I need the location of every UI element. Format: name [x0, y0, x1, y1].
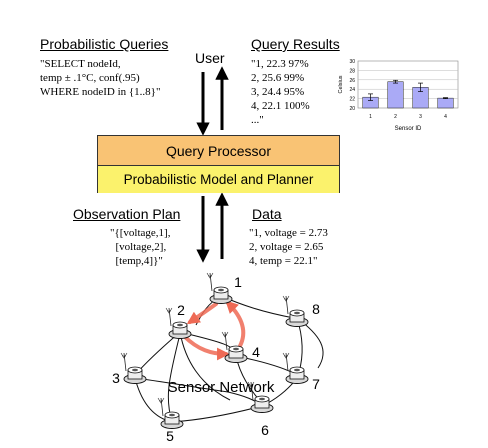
query-line: temp ± .1°C, conf(.95)	[40, 72, 140, 84]
antenna-tip-icon	[221, 331, 229, 338]
mote-sensor-icon	[132, 368, 138, 372]
antenna-tip-icon	[206, 272, 214, 279]
mote-sensor-icon	[177, 323, 183, 327]
network-label: Sensor Network	[168, 379, 275, 396]
data-text: "1, voltage = 2.73 2, voltage = 2.65 4, te…	[249, 226, 328, 268]
sensor-node-8: 8	[282, 295, 320, 327]
result-line: "1, 22.3 97%	[251, 58, 309, 70]
antenna-tip-icon	[120, 352, 128, 359]
sensor-node-5: 5	[157, 397, 184, 444]
chart-y-tick-label: 22	[349, 97, 355, 103]
user-label: User	[195, 50, 225, 66]
chart-x-tick-label: 4	[444, 114, 447, 120]
chart-x-axis-label: Sensor ID	[395, 126, 422, 132]
plan-line: [voltage,2],	[110, 241, 167, 253]
sensor-node-3: 3	[112, 352, 147, 386]
plan-heading: Observation Plan	[73, 206, 181, 222]
sensor-node-label: 3	[112, 370, 120, 386]
mote-sensor-icon	[169, 413, 175, 417]
chart-y-axis-label: Celsius	[338, 75, 344, 93]
sensor-node-2: 2	[165, 302, 192, 339]
queries-heading: Probabilistic Queries	[40, 36, 169, 52]
results-text: "1, 22.3 97% 2, 25.6 99% 3, 24.4 95% 4, 22.…	[251, 57, 310, 127]
result-line: 4, 22.1 100%	[251, 100, 310, 112]
antenna-tip-icon	[282, 295, 290, 302]
query-line: "SELECT nodeId,	[40, 58, 121, 70]
network-link	[134, 377, 263, 407]
network-link	[179, 331, 231, 401]
query-line: WHERE nodeID in {1..8}"	[40, 86, 161, 98]
sensor-node-6: 6	[247, 381, 274, 438]
sensor-node-label: 8	[312, 301, 320, 317]
mote-sensor-icon	[233, 347, 239, 351]
data-line: "1, voltage = 2.73	[249, 227, 328, 239]
route-arrow	[186, 302, 218, 325]
sensor-node-label: 4	[252, 344, 260, 360]
chart-x-tick-label: 2	[394, 114, 397, 120]
sensor-node-label: 2	[177, 302, 185, 318]
sensor-node-1: 1	[206, 272, 242, 304]
sensor-node-label: 6	[261, 422, 269, 438]
plan-text: "{[voltage,1], [voltage,2], [temp,4]}"	[110, 226, 170, 268]
result-line: ..."	[251, 114, 264, 126]
queries-text: "SELECT nodeId, temp ± .1°C, conf(.95) WHE…	[40, 57, 160, 99]
sensor-node-label: 7	[312, 376, 320, 392]
network-link	[167, 333, 181, 423]
query-processor-box: Query Processor Probabilistic Model and …	[97, 135, 340, 193]
route-arrow	[225, 300, 246, 348]
mote-sensor-icon	[294, 368, 300, 372]
mote-sensor-icon	[294, 311, 300, 315]
mote-sensor-icon	[259, 397, 265, 401]
probabilistic-model-planner: Probabilistic Model and Planner	[98, 166, 339, 193]
chart-y-tick-label: 28	[349, 68, 355, 74]
sensor-node-label: 1	[234, 274, 242, 290]
antenna-tip-icon	[247, 381, 255, 388]
data-line: 4, temp = 22.1"	[249, 255, 318, 267]
plan-line: [temp,4]}"	[110, 255, 163, 267]
antenna-tip-icon	[165, 307, 173, 314]
chart-y-tick-label: 26	[349, 78, 355, 84]
chart-y-tick-label: 30	[349, 59, 355, 65]
result-line: 2, 25.6 99%	[251, 72, 305, 84]
mote-sensor-icon	[218, 288, 224, 292]
chart-y-tick-label: 24	[349, 87, 355, 93]
sensor-node-4: 4	[221, 331, 260, 363]
plan-line: "{[voltage,1],	[110, 227, 171, 239]
results-heading: Query Results	[251, 36, 340, 52]
result-line: 3, 24.4 95%	[251, 86, 305, 98]
data-line: 2, voltage = 2.65	[249, 241, 324, 253]
query-processor: Query Processor	[98, 136, 339, 166]
chart-x-tick-label: 1	[369, 114, 372, 120]
route-arrow	[182, 334, 230, 361]
chart-x-tick-label: 3	[419, 114, 422, 120]
sensor-node-label: 5	[166, 428, 174, 444]
antenna-tip-icon	[282, 352, 290, 359]
network-link	[171, 405, 263, 423]
antenna-tip-icon	[157, 397, 165, 404]
chart-y-tick-label: 20	[349, 106, 355, 112]
data-heading: Data	[252, 206, 282, 222]
sensor-node-7: 7	[282, 352, 320, 392]
